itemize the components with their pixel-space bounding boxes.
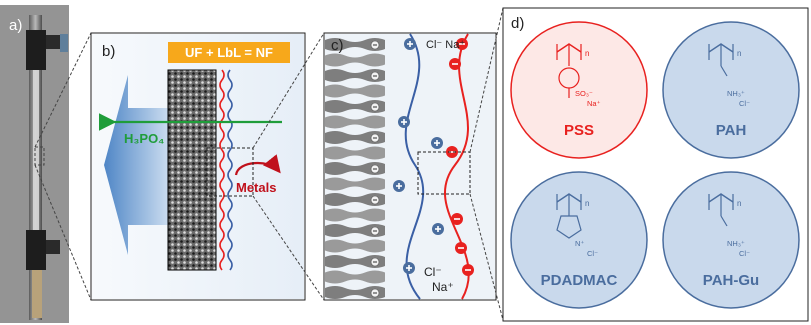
metals-rejection-arrow	[234, 154, 281, 176]
pore-wall	[325, 255, 385, 268]
pore-wall	[325, 208, 385, 222]
panel-c	[323, 32, 497, 301]
polymer-pdadmac-circle: nN⁺Cl⁻ PDADMAC	[510, 171, 648, 309]
membrane-pores	[325, 38, 385, 299]
polymer-ionic-group: N⁺	[575, 239, 584, 248]
metals-label: Metals	[236, 180, 276, 195]
polymer-counter-ion: Cl⁻	[739, 99, 750, 108]
equation-badge	[168, 42, 290, 63]
polymer-subscript: n	[585, 49, 589, 58]
pore-wall	[325, 131, 385, 144]
pore-wall	[325, 224, 385, 237]
polymer-subscript: n	[737, 49, 741, 58]
zoom-lines-b-c	[252, 32, 325, 301]
pore-wall	[325, 84, 385, 98]
panel-a-label: a)	[9, 17, 22, 34]
permeate-flow-arrow	[104, 75, 175, 255]
uf-membrane-block	[167, 69, 217, 271]
panel-b	[90, 32, 306, 301]
polymer-counter-ion: Na⁺	[587, 99, 601, 108]
pore-wall	[325, 270, 385, 284]
zoom-lines-c-d	[469, 7, 504, 321]
pore-wall	[325, 286, 385, 299]
polymer-ionic-group: SO₃⁻	[575, 89, 593, 98]
polymer-name: PAH-Gu	[703, 272, 759, 289]
polymer-counter-ion: Cl⁻	[739, 249, 750, 258]
polymer-ionic-group: NH₃⁺	[727, 239, 745, 248]
zoom-box-b	[206, 147, 254, 197]
charge-markers	[393, 38, 474, 276]
polymer-name: PDADMAC	[541, 272, 618, 289]
bottom-na-label: Na⁺	[432, 280, 454, 294]
polymer-subscript: n	[585, 199, 589, 208]
pore-wall	[325, 38, 385, 51]
polymer-name: PAH	[716, 122, 747, 139]
zoom-lines-a-b	[34, 32, 92, 301]
pore-wall	[325, 193, 385, 206]
top-ions-label: Cl⁻ Na⁺	[426, 39, 465, 51]
pore-wall	[325, 69, 385, 82]
zoom-box-c	[417, 151, 471, 195]
polymer-name: PSS	[564, 122, 594, 139]
pore-wall	[325, 53, 385, 67]
bottom-cl-label: Cl⁻	[424, 265, 442, 279]
panel-d-label: d)	[511, 15, 524, 32]
panel-b-label: b)	[102, 43, 115, 60]
pore-wall	[325, 100, 385, 113]
acid-label: H₃PO₄	[124, 131, 164, 146]
polycation-chain	[404, 33, 425, 300]
lbl-blue-layer	[227, 69, 233, 271]
polyanion-chain	[443, 33, 470, 300]
polymer-subscript: n	[737, 199, 741, 208]
pore-wall	[325, 239, 385, 253]
pore-wall	[325, 115, 385, 129]
polymer-counter-ion: Cl⁻	[587, 249, 598, 258]
pore-wall	[325, 177, 385, 191]
pore-wall	[325, 162, 385, 175]
lbl-red-layer	[219, 69, 225, 271]
polymer-structures: nSO₃⁻Na⁺PSSnNH₃⁺Cl⁻PAHnN⁺Cl⁻PDADMACnNH₃⁺…	[510, 21, 800, 309]
polymer-ionic-group: NH₃⁺	[727, 89, 745, 98]
panel-c-label: c)	[331, 37, 344, 54]
equation-text: UF + LbL = NF	[185, 45, 273, 60]
pore-wall	[325, 146, 385, 160]
